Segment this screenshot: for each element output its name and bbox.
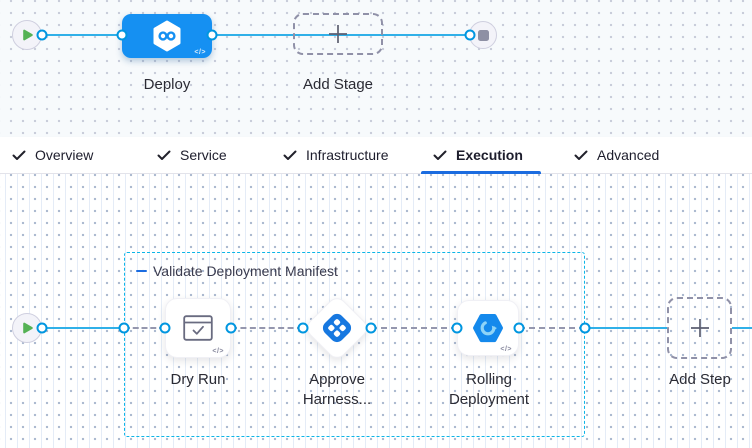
harness-stage-icon (153, 20, 181, 52)
yaml-code-badge: </> (500, 346, 512, 353)
tab-label: Execution (456, 147, 523, 163)
connector-port (36, 322, 48, 334)
plus-icon (329, 25, 347, 43)
yaml-code-badge: </> (212, 348, 224, 355)
connector-port (206, 29, 218, 41)
tab-label: Infrastructure (306, 147, 389, 163)
connector-port (451, 322, 463, 334)
check-icon (574, 150, 588, 160)
add-step-button[interactable] (667, 297, 732, 359)
step-group-container (124, 252, 585, 437)
stop-icon (477, 29, 489, 41)
tab-service[interactable]: Service (157, 137, 227, 173)
connector-port (159, 322, 171, 334)
step-node-dry-run[interactable]: </> (165, 298, 231, 358)
connector-port (116, 29, 128, 41)
execution-canvas: Validate Deployment Manifest </> (0, 174, 752, 448)
connector-port (365, 322, 377, 334)
step-group-header[interactable]: Validate Deployment Manifest (136, 263, 338, 279)
step-label: Rolling Deployment (448, 371, 530, 408)
step-node-approve[interactable] (303, 294, 371, 362)
stage-node-deploy[interactable]: </> (122, 14, 212, 58)
step-connector-dashed (231, 327, 303, 329)
step-connector-line (42, 327, 124, 329)
connector-port (297, 322, 309, 334)
check-icon (157, 150, 171, 160)
stage-label: Deploy (143, 76, 191, 93)
tab-label: Service (180, 147, 227, 163)
connector-port (513, 322, 525, 334)
play-icon (23, 29, 33, 41)
dry-run-icon (183, 315, 213, 341)
step-label: Approve Harness... (302, 371, 372, 408)
tab-execution[interactable]: Execution (433, 137, 523, 173)
connector-port (225, 322, 237, 334)
play-icon (23, 322, 33, 334)
step-connector-dashed (519, 327, 585, 329)
active-tab-underline (421, 171, 541, 174)
rolling-deployment-icon (473, 313, 503, 343)
step-connector-dashed (371, 327, 457, 329)
step-group-title: Validate Deployment Manifest (153, 263, 338, 279)
check-icon (283, 150, 297, 160)
yaml-code-badge: </> (194, 49, 206, 56)
step-connector-line (585, 327, 667, 329)
stage-canvas: </> Deploy Add Stage (0, 0, 752, 137)
plus-icon (690, 319, 709, 337)
connector-port (36, 29, 48, 41)
connector-port (464, 29, 476, 41)
connector-port (579, 322, 591, 334)
check-icon (433, 150, 447, 160)
check-icon (12, 150, 26, 160)
collapse-icon[interactable] (136, 269, 147, 273)
step-label: Dry Run (170, 371, 226, 388)
step-node-rolling-deployment[interactable]: </> (457, 300, 519, 356)
stage-config-tabbar: Overview Service Infrastructure Executio… (0, 137, 752, 174)
tab-label: Overview (35, 147, 94, 163)
step-connector-dashed (124, 327, 165, 329)
add-step-label: Add Step (669, 371, 731, 388)
approval-icon (322, 313, 352, 343)
step-connector-line (732, 327, 752, 329)
tab-advanced[interactable]: Advanced (574, 137, 659, 173)
tab-overview[interactable]: Overview (12, 137, 93, 173)
tab-label: Advanced (597, 147, 660, 163)
stage-connector-line (42, 34, 470, 36)
tab-infrastructure[interactable]: Infrastructure (283, 137, 388, 173)
add-stage-button[interactable] (293, 13, 383, 55)
connector-port (118, 322, 130, 334)
add-stage-label: Add Stage (302, 76, 374, 93)
